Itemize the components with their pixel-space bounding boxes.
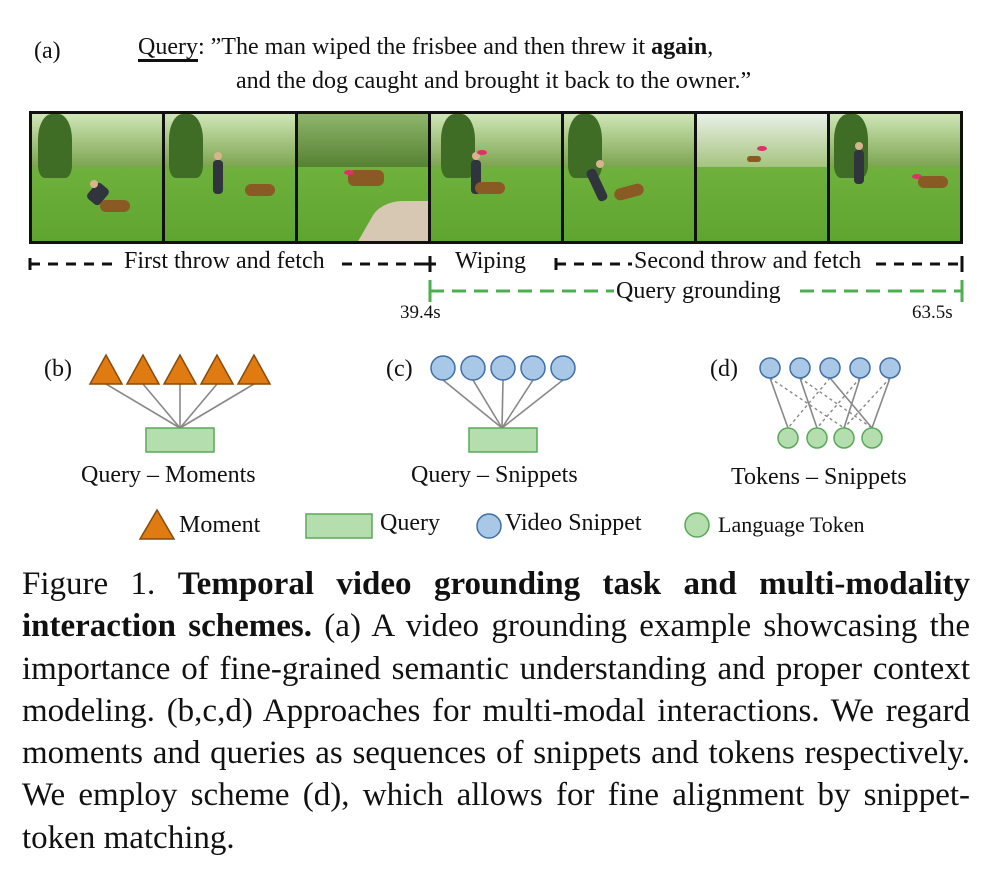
query-box: [468, 427, 538, 453]
segment-label-wiping: Wiping: [455, 248, 527, 275]
figure-caption: Figure 1. Temporal video grounding task …: [22, 563, 970, 859]
snippet-circle: [460, 355, 486, 381]
legend-moment-triangle: [138, 508, 176, 540]
query-line1-post: ,: [707, 34, 714, 60]
legend-snippet-circle: [476, 513, 502, 539]
grounding-end-time: 63.5s: [912, 302, 953, 323]
legend-query-box: [305, 513, 373, 539]
diagram-query-moments: [88, 353, 272, 453]
diagram-query-snippets: [430, 355, 576, 453]
panel-b-label: (b): [44, 356, 72, 382]
snippet-circle: [819, 357, 841, 379]
grounding-start-time: 39.4s: [400, 302, 441, 323]
legend-snippet-label: Video Snippet: [505, 510, 642, 536]
panel-c-label: (c): [386, 356, 413, 382]
panel-d-title: Tokens – Snippets: [731, 464, 907, 490]
video-frame-7: [830, 114, 960, 241]
legend-query-label: Query: [380, 510, 440, 536]
video-frame-6: [697, 114, 830, 241]
query-text-line2: and the dog caught and brought it back t…: [236, 68, 752, 94]
query-line1-pre: ”The man wiped the frisbee and then thre…: [210, 34, 652, 60]
query-box: [145, 427, 215, 453]
snippet-circle: [789, 357, 811, 379]
moment-triangle: [88, 353, 124, 385]
snippet-circle: [520, 355, 546, 381]
snippet-circle: [879, 357, 901, 379]
moment-triangle: [125, 353, 161, 385]
legend-shapes: [138, 508, 710, 540]
token-circle: [861, 427, 883, 449]
grounding-label: Query grounding: [616, 278, 781, 305]
moment-triangle: [236, 353, 272, 385]
token-circle: [806, 427, 828, 449]
panel-b-title: Query – Moments: [81, 462, 256, 488]
diagram-tokens-snippets: [759, 357, 901, 449]
panel-c-title: Query – Snippets: [411, 462, 578, 488]
segment-timeline: [28, 256, 964, 272]
video-frame-3: [298, 114, 431, 241]
query-colon: :: [197, 34, 205, 60]
snippet-circle: [759, 357, 781, 379]
grounding-line: [428, 280, 964, 302]
legend-token-label: Language Token: [718, 512, 865, 537]
segment-label-second: Second throw and fetch: [634, 248, 862, 275]
legend-token-circle: [684, 512, 710, 538]
snippet-circle: [490, 355, 516, 381]
moment-triangle: [199, 353, 235, 385]
query-label: Query: [138, 34, 198, 60]
video-frame-5: [564, 114, 697, 241]
token-circle: [833, 427, 855, 449]
video-frame-1: [32, 114, 165, 241]
panel-d-label: (d): [710, 356, 738, 382]
caption-figure-label: Figure 1.: [22, 566, 178, 602]
snippet-circle: [430, 355, 456, 381]
token-circle: [777, 427, 799, 449]
moment-triangle: [162, 353, 198, 385]
video-frame-2: [165, 114, 298, 241]
timeline-and-diagrams: [28, 256, 964, 540]
caption-body: (a) A video grounding example showcasing…: [22, 608, 970, 856]
legend-moment-label: Moment: [179, 512, 261, 538]
segment-label-first: First throw and fetch: [124, 248, 325, 275]
caption-title: Temporal video grounding task and multi-…: [22, 566, 970, 645]
snippet-circle: [550, 355, 576, 381]
video-frame-strip: [29, 111, 963, 244]
snippet-circle: [849, 357, 871, 379]
video-frame-4: [431, 114, 564, 241]
query-text-line1: Query: ”The man wiped the frisbee and th…: [138, 34, 713, 61]
query-line1-bold: again: [651, 34, 708, 60]
panel-a-label: (a): [34, 38, 61, 64]
